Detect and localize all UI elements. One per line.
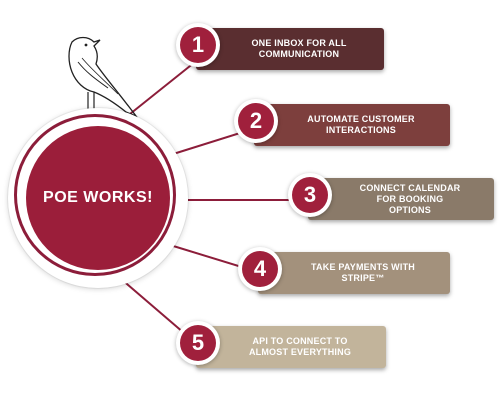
step-3-label: CONNECT CALENDAR FOR BOOKING OPTIONS bbox=[359, 182, 461, 215]
main-circle-core: POE WORKS! bbox=[26, 126, 170, 270]
step-3-number: 3 bbox=[292, 177, 328, 213]
step-1-label: ONE INBOX FOR ALL COMMUNICATION bbox=[251, 38, 347, 59]
step-1-bar: ONE INBOX FOR ALL COMMUNICATION bbox=[196, 28, 384, 70]
step-2-number: 2 bbox=[238, 103, 274, 139]
step-5: API TO CONNECT TO ALMOST EVERYTHING 5 bbox=[176, 321, 388, 368]
step-5-number: 5 bbox=[180, 325, 216, 361]
step-2-label: AUTOMATE CUSTOMER INTERACTIONS bbox=[307, 114, 415, 135]
step-3-bar: CONNECT CALENDAR FOR BOOKING OPTIONS bbox=[308, 178, 494, 220]
step-4-number: 4 bbox=[242, 251, 278, 287]
step-5-label: API TO CONNECT TO ALMOST EVERYTHING bbox=[248, 336, 352, 357]
step-3-badge: 3 bbox=[288, 173, 332, 217]
step-2: AUTOMATE CUSTOMER INTERACTIONS 2 bbox=[234, 99, 452, 146]
step-1-badge: 1 bbox=[176, 23, 220, 67]
step-4: TAKE PAYMENTS WITH STRIPE™ 4 bbox=[238, 247, 452, 294]
center-title: POE WORKS! bbox=[43, 189, 153, 206]
step-4-bar: TAKE PAYMENTS WITH STRIPE™ bbox=[258, 252, 450, 294]
step-2-badge: 2 bbox=[234, 99, 278, 143]
step-5-badge: 5 bbox=[176, 321, 220, 365]
step-4-badge: 4 bbox=[238, 247, 282, 291]
connector-line-1 bbox=[119, 57, 201, 123]
main-circle-ring bbox=[14, 114, 176, 276]
step-5-bar: API TO CONNECT TO ALMOST EVERYTHING bbox=[196, 326, 386, 368]
main-circle: POE WORKS! bbox=[8, 108, 188, 288]
step-3: CONNECT CALENDAR FOR BOOKING OPTIONS 3 bbox=[288, 173, 496, 220]
step-2-bar: AUTOMATE CUSTOMER INTERACTIONS bbox=[254, 104, 450, 146]
step-1: ONE INBOX FOR ALL COMMUNICATION 1 bbox=[176, 23, 388, 70]
step-4-label: TAKE PAYMENTS WITH STRIPE™ bbox=[311, 262, 415, 283]
step-1-number: 1 bbox=[180, 27, 216, 63]
